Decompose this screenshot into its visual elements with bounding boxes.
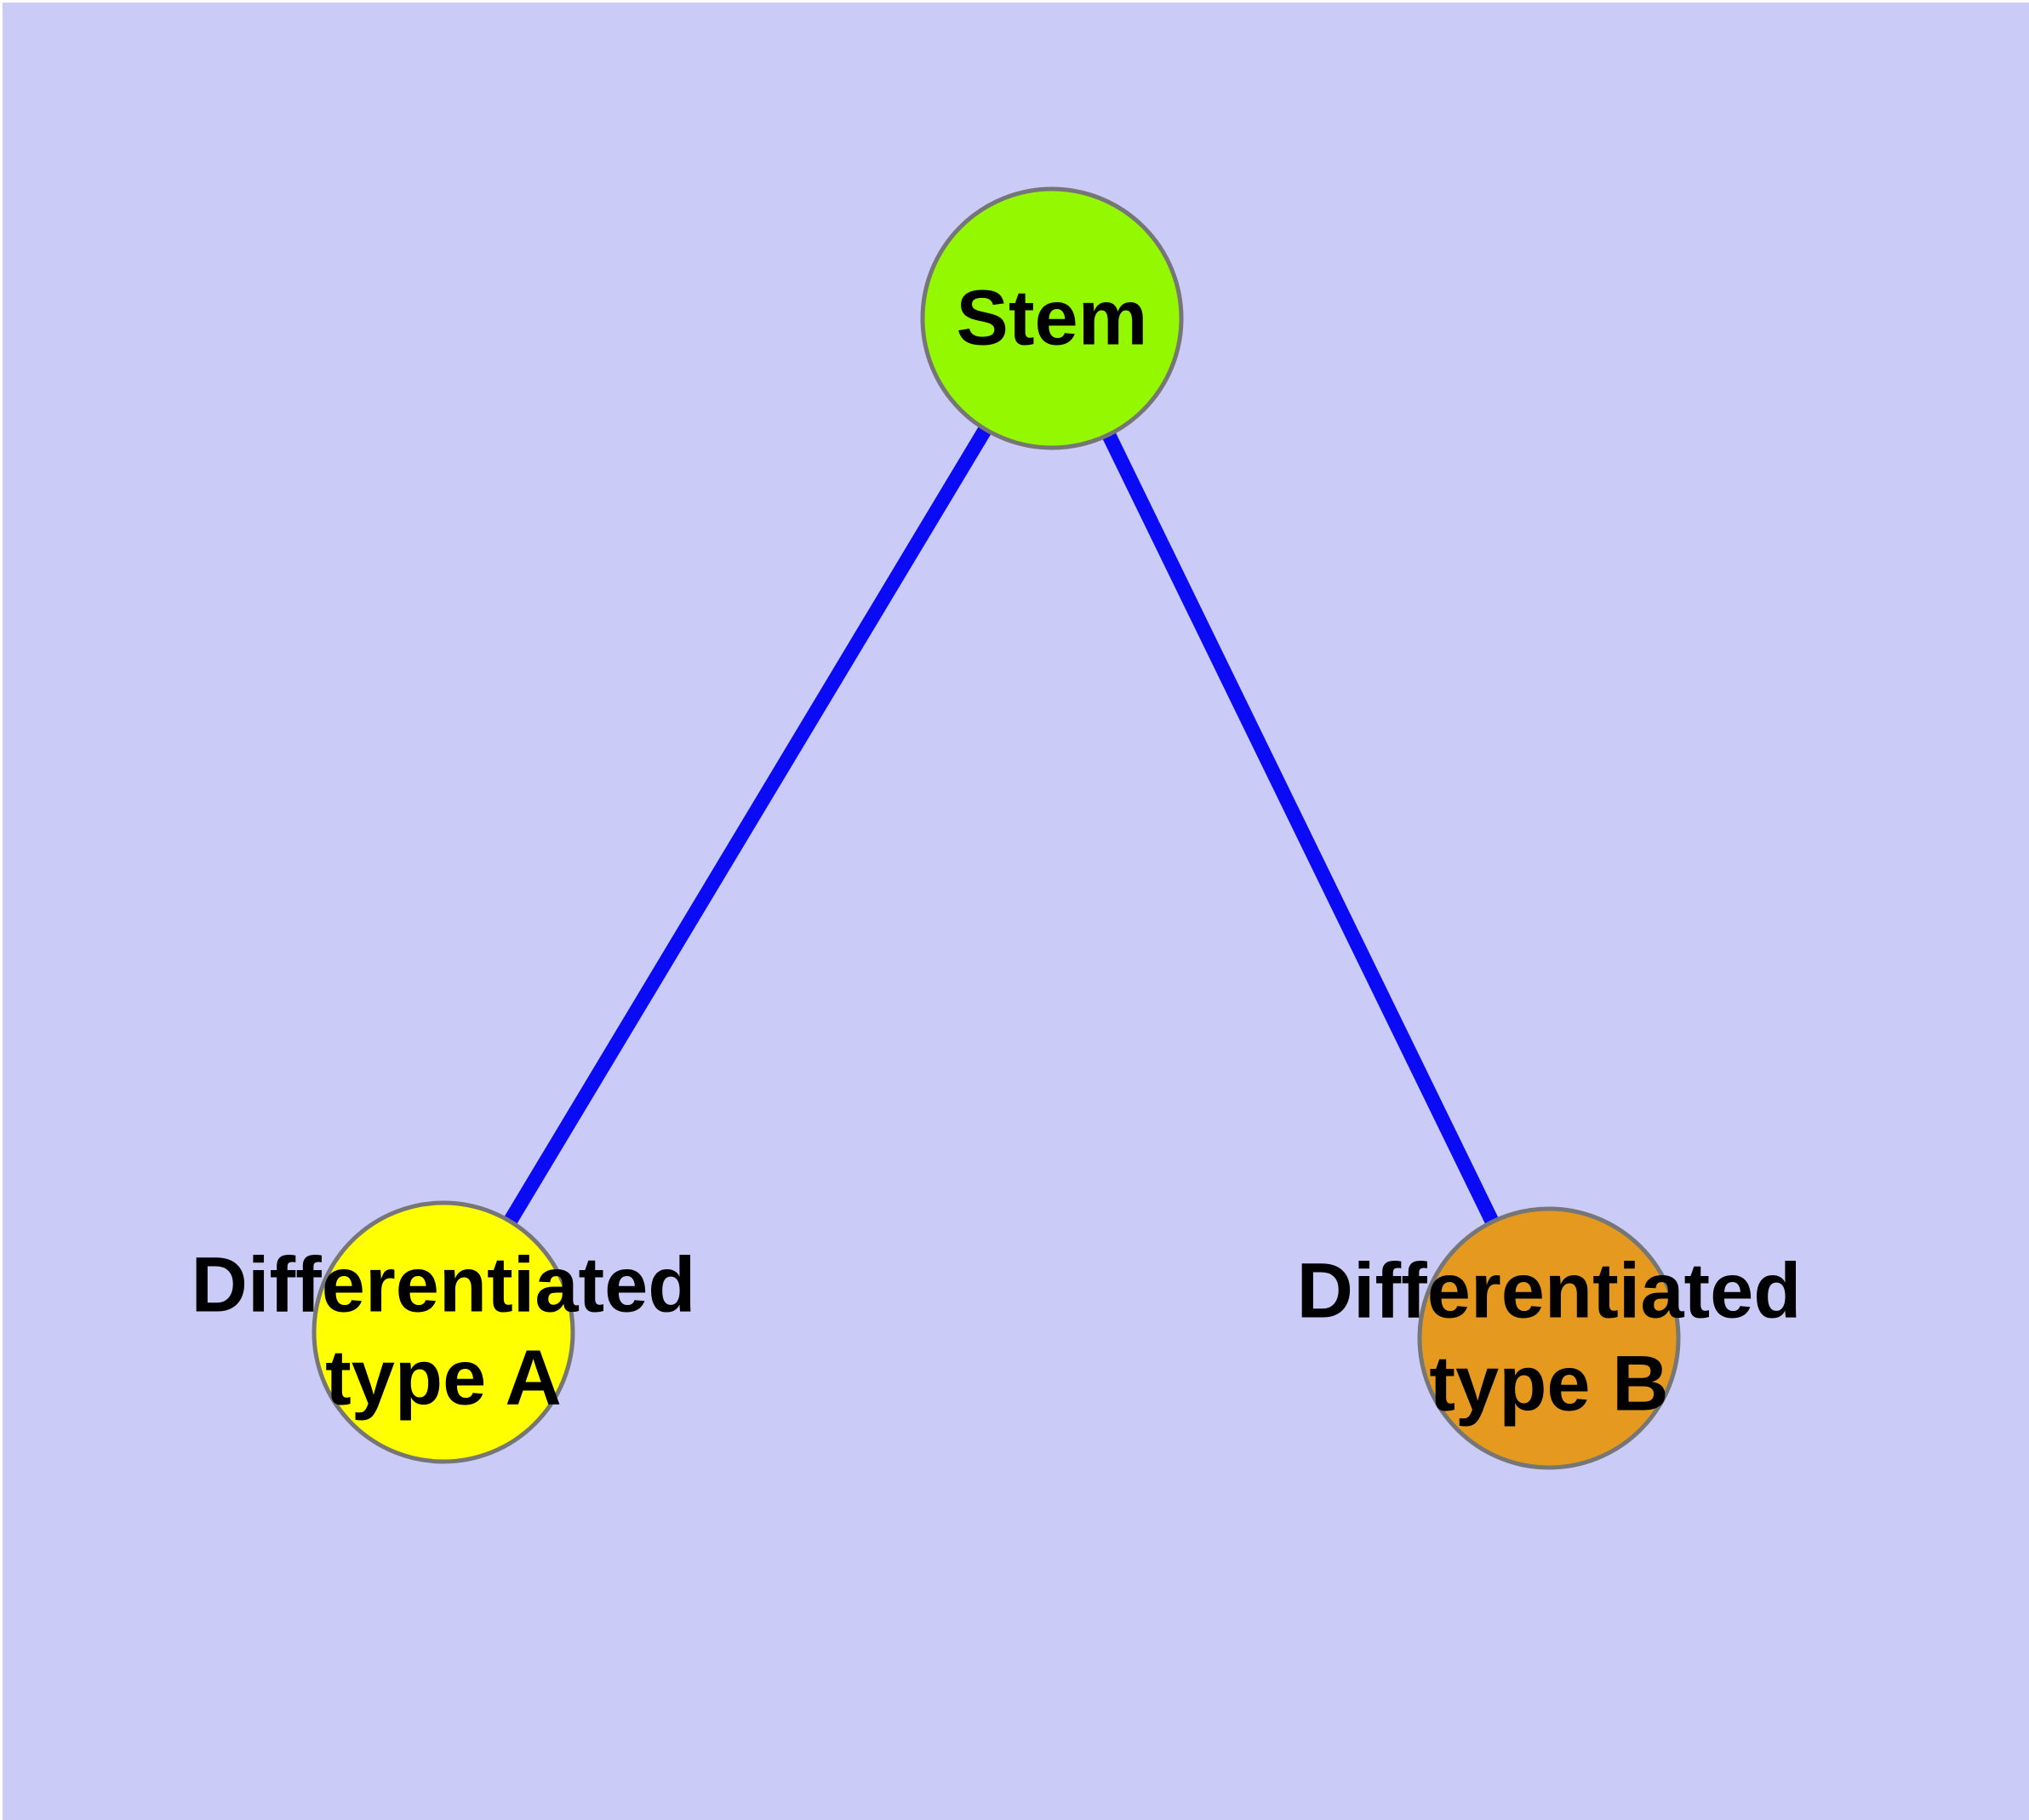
node-label-stem: Stem (956, 274, 1148, 362)
node-stem (920, 186, 1184, 450)
node-label-differentiated-type-b: Differentiated type B (1296, 1247, 1802, 1428)
edge-stem-to-differentiated-type-b (1045, 315, 1556, 1342)
node-label-differentiated-type-a: Differentiated type A (191, 1241, 696, 1422)
node-differentiated-type-b (1417, 1206, 1681, 1470)
node-differentiated-type-a (311, 1200, 575, 1464)
edge-stem-to-differentiated-type-a (437, 314, 1059, 1336)
